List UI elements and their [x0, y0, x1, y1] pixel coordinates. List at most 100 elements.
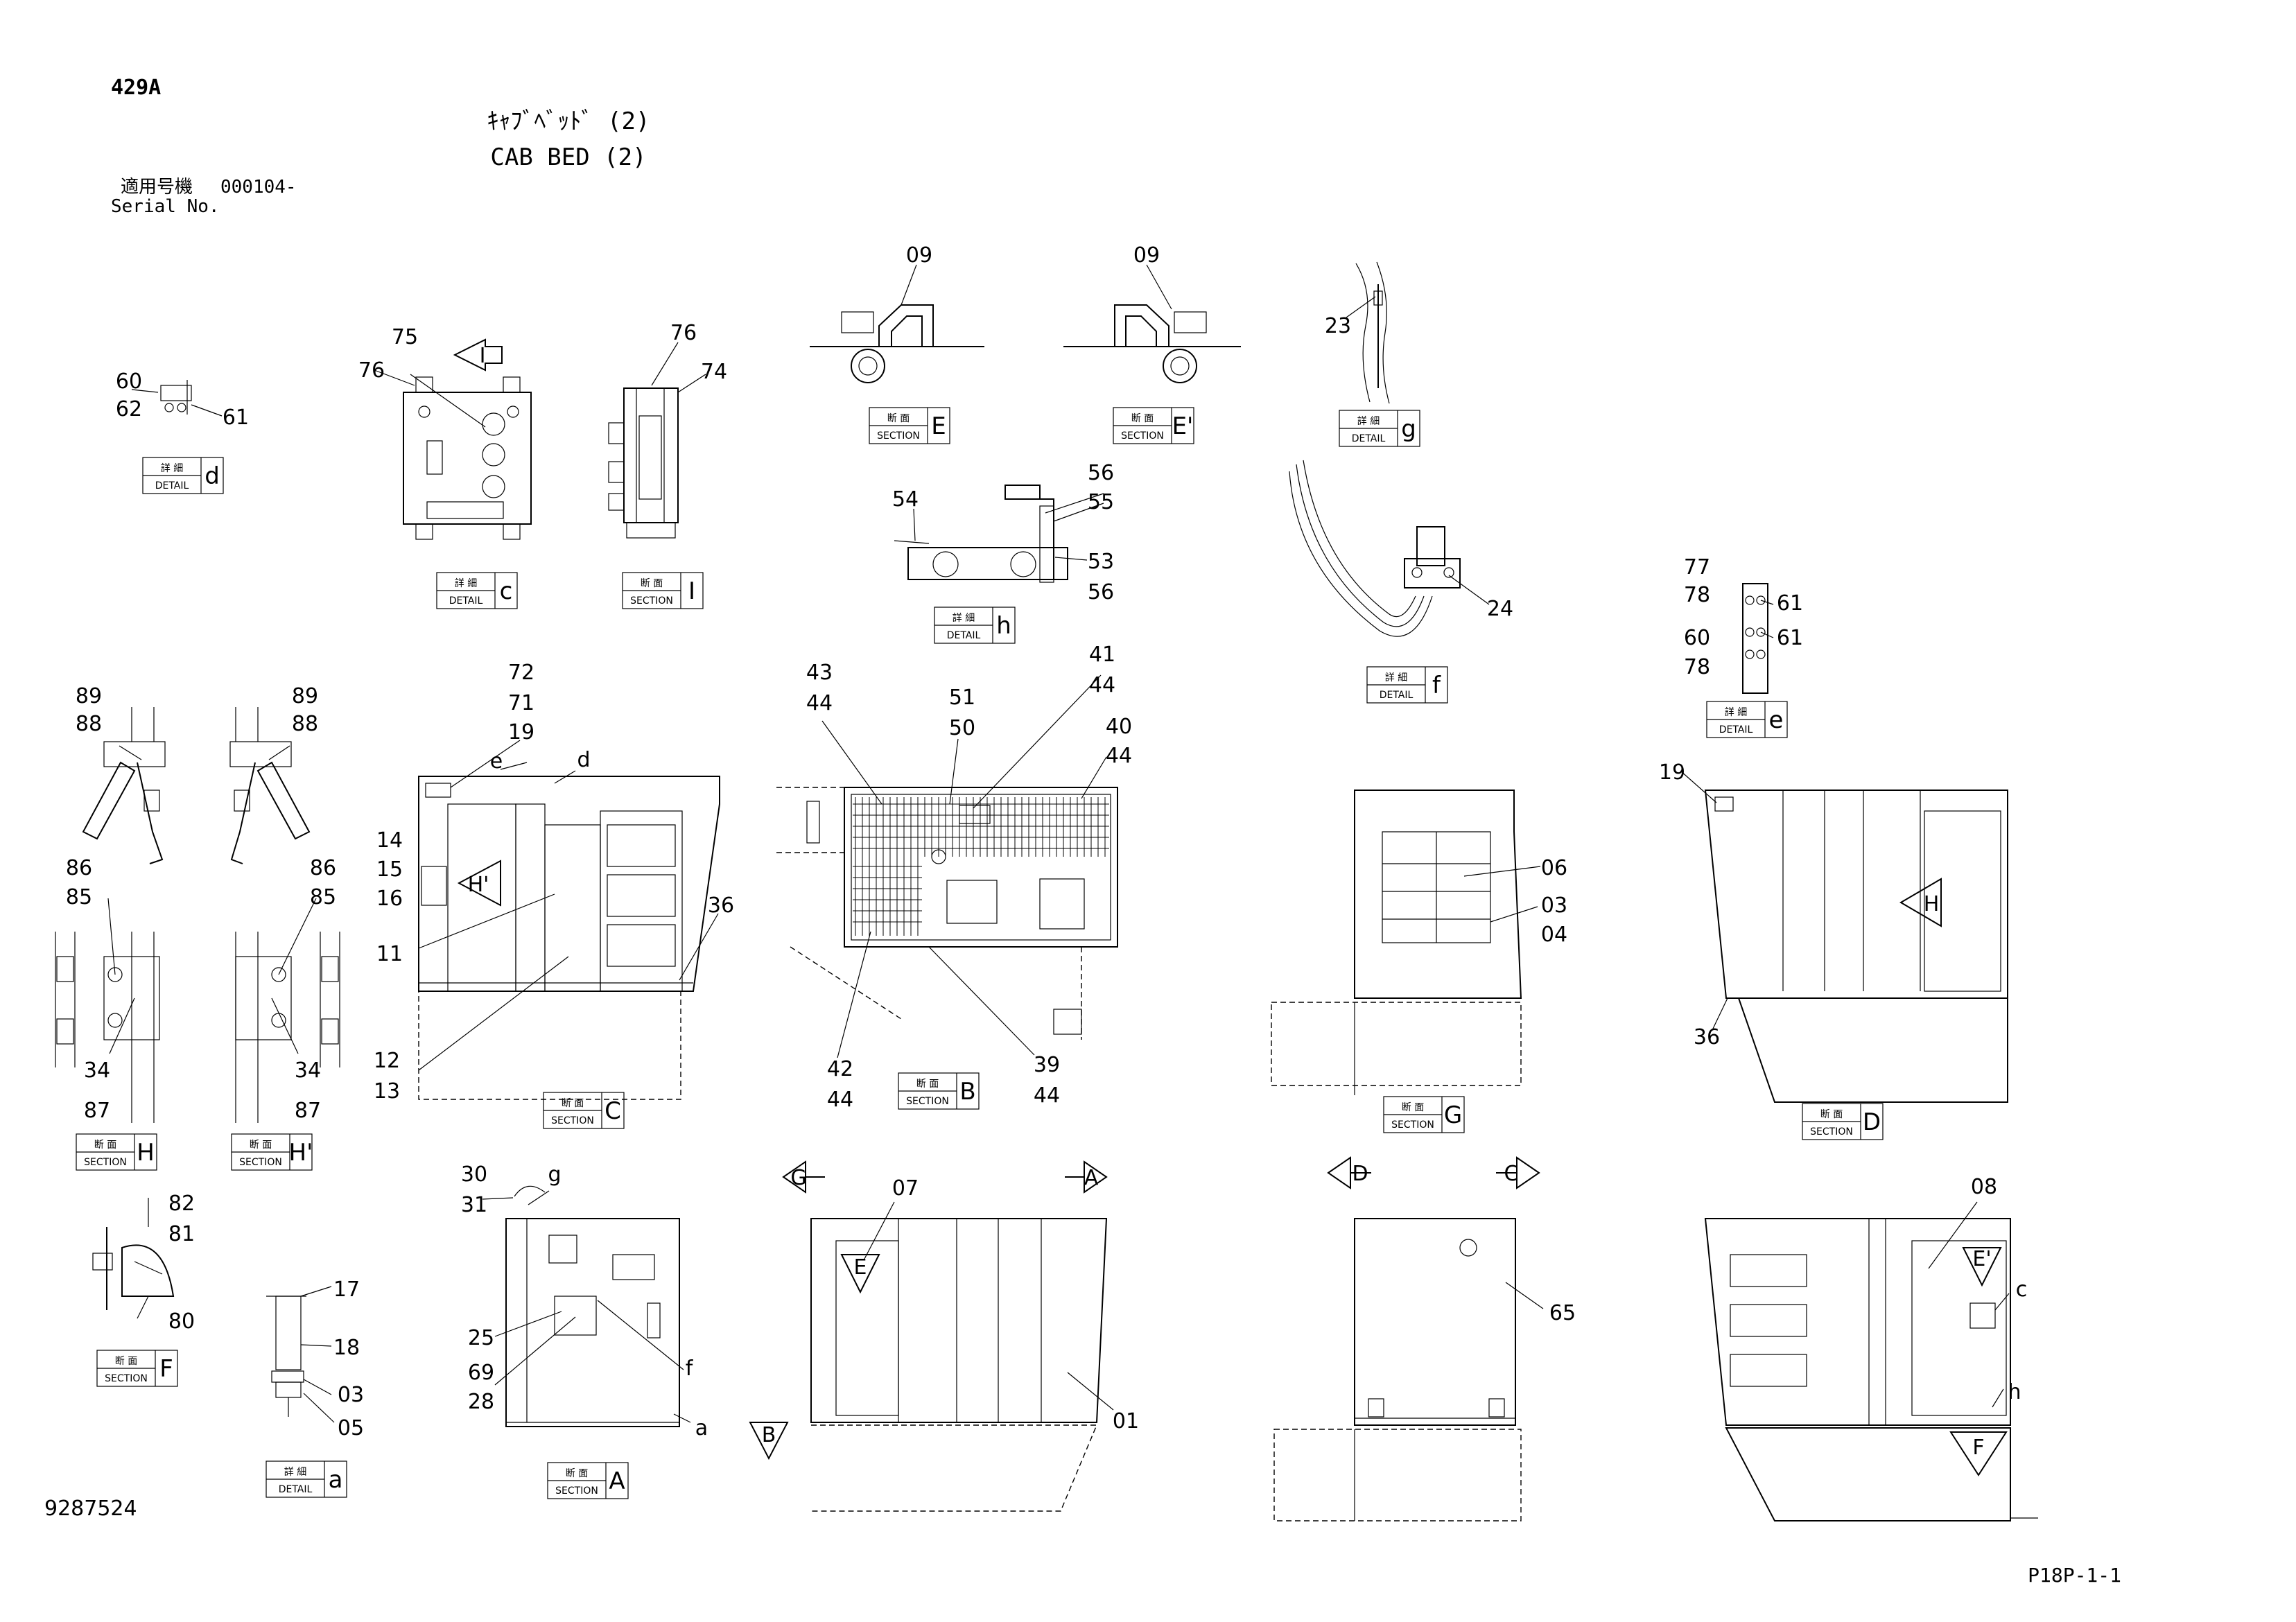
detail-tag-c: 詳 細 DETAIL c	[436, 572, 518, 609]
callout-44: 44	[1089, 673, 1115, 697]
svg-text:詳 細: 詳 細	[953, 613, 975, 624]
svg-text:SECTION: SECTION	[1391, 1119, 1434, 1131]
section-tag-h: 断 面 SECTION H	[76, 1133, 157, 1171]
svg-text:断 面: 断 面	[115, 1356, 137, 1367]
callout-16: 16	[376, 887, 403, 911]
svg-text:詳 細: 詳 細	[284, 1467, 306, 1478]
detail-tag-d: 詳 細 DETAIL d	[142, 457, 224, 494]
svg-text:断 面: 断 面	[887, 413, 910, 424]
callout-81: 81	[168, 1222, 195, 1246]
detail-tag-a: 詳 細 DETAIL a	[266, 1460, 347, 1498]
callout-01: 01	[1113, 1409, 1139, 1433]
svg-text:DETAIL: DETAIL	[1719, 724, 1753, 735]
svg-text:C: C	[605, 1097, 621, 1125]
callout-75: 75	[392, 325, 418, 349]
section-tag-i: 断 面 SECTION I	[622, 572, 704, 609]
svg-text:SECTION: SECTION	[239, 1157, 282, 1168]
callout-36: 36	[708, 893, 734, 918]
section-tag-e: 断 面 SECTION E	[869, 407, 950, 444]
svg-text:断 面: 断 面	[94, 1140, 116, 1151]
callout-13: 13	[374, 1079, 400, 1104]
callout-85: 85	[310, 885, 336, 909]
callout-44: 44	[1106, 744, 1132, 768]
callout-08: 08	[1971, 1175, 1997, 1199]
section-i-drawing	[608, 387, 679, 539]
callout-43: 43	[806, 661, 833, 685]
callout-56: 56	[1088, 580, 1114, 604]
callout-34: 34	[295, 1058, 321, 1083]
callout-54: 54	[892, 487, 919, 512]
detail-c-drawing	[403, 376, 532, 540]
callout-f: f	[686, 1357, 694, 1381]
svg-text:F: F	[1972, 1436, 1984, 1460]
callout-15: 15	[376, 857, 403, 882]
svg-text:SECTION: SECTION	[877, 430, 920, 442]
callout-g: g	[548, 1162, 561, 1187]
section-d-drawing	[1704, 790, 2008, 1103]
callout-36: 36	[1694, 1025, 1720, 1049]
svg-text:SECTION: SECTION	[555, 1485, 598, 1497]
callout-56: 56	[1088, 461, 1114, 485]
view-arrow-B: B	[749, 1422, 789, 1460]
callout-04: 04	[1541, 923, 1567, 947]
detail-e-drawing	[1742, 583, 1768, 694]
detail-g-drawing	[1355, 261, 1390, 404]
section-h-prime-drawing	[229, 707, 340, 1123]
detail-tag-g: 詳 細 DETAIL g	[1339, 410, 1420, 447]
svg-text:詳 細: 詳 細	[1357, 416, 1380, 427]
callout-80: 80	[168, 1309, 195, 1334]
callout-11: 11	[376, 942, 403, 966]
section-g-drawing	[1271, 790, 1522, 1095]
section-tag-h-prime: 断 面 SECTION H'	[231, 1133, 313, 1171]
svg-text:g: g	[1401, 415, 1416, 443]
section-tag-b: 断 面 SECTION B	[898, 1072, 980, 1110]
callout-85: 85	[66, 885, 92, 909]
title-english: CAB BED (2)	[490, 143, 646, 171]
callout-40: 40	[1106, 715, 1132, 739]
svg-text:C: C	[1504, 1162, 1519, 1186]
callout-88: 88	[292, 712, 318, 736]
svg-text:E': E'	[1172, 412, 1194, 440]
svg-text:e: e	[1769, 706, 1784, 734]
svg-text:詳 細: 詳 細	[161, 463, 183, 474]
detail-tag-h: 詳 細 DETAIL h	[934, 607, 1016, 644]
callout-76: 76	[670, 321, 697, 345]
callout-86: 86	[310, 856, 336, 880]
callout-78: 78	[1684, 655, 1710, 679]
svg-text:SECTION: SECTION	[630, 595, 673, 607]
callout-06: 06	[1541, 856, 1567, 880]
svg-text:H: H	[137, 1139, 155, 1167]
callout-labels: 60 62 61 75 76 76 74 09 09 23 54 56 55 5…	[66, 243, 2027, 1440]
svg-text:断 面: 断 面	[916, 1079, 939, 1090]
svg-text:I: I	[688, 577, 695, 605]
serial-label-japanese: 適用号機	[121, 177, 193, 198]
section-f-drawing	[92, 1227, 175, 1310]
svg-text:断 面: 断 面	[1131, 413, 1154, 424]
svg-text:詳 細: 詳 細	[455, 578, 477, 589]
callout-44: 44	[827, 1088, 853, 1112]
svg-text:断 面: 断 面	[250, 1140, 272, 1151]
svg-text:DETAIL: DETAIL	[449, 595, 483, 607]
svg-text:DETAIL: DETAIL	[947, 630, 981, 641]
detail-d-drawing	[160, 380, 192, 415]
svg-text:SECTION: SECTION	[1810, 1126, 1853, 1137]
callout-62: 62	[116, 397, 142, 421]
svg-text:D: D	[1863, 1108, 1881, 1136]
section-h-drawing	[55, 707, 166, 1123]
detail-tag-f: 詳 細 DETAIL f	[1366, 666, 1448, 704]
callout-50: 50	[949, 716, 975, 740]
callout-71: 71	[508, 691, 534, 715]
callout-23: 23	[1325, 314, 1351, 338]
detail-f-drawing	[1289, 460, 1461, 637]
svg-text:B: B	[762, 1423, 776, 1447]
leader-lines	[107, 264, 2010, 1423]
callout-18: 18	[333, 1336, 360, 1360]
callout-87: 87	[295, 1099, 321, 1123]
svg-text:SECTION: SECTION	[1121, 430, 1164, 442]
svg-text:E: E	[854, 1255, 867, 1280]
view-arrow-D: D	[1327, 1156, 1371, 1189]
svg-text:SECTION: SECTION	[84, 1157, 127, 1168]
callout-61: 61	[223, 406, 249, 430]
svg-text:DETAIL: DETAIL	[1380, 690, 1414, 701]
view-arrow-H-prime: H'	[457, 860, 501, 907]
